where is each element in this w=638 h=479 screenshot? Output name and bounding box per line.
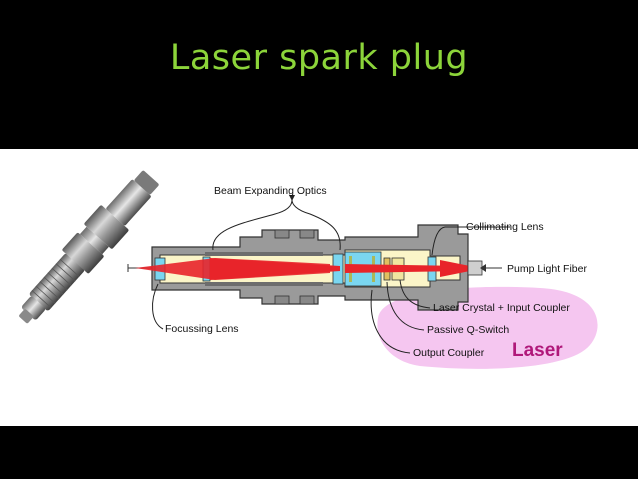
- laser-beam: [135, 258, 470, 280]
- label-collimating-lens: Collimating Lens: [466, 221, 544, 233]
- slide-title: Laser spark plug: [169, 38, 469, 78]
- label-focussing-lens: Focussing Lens: [165, 323, 239, 335]
- label-pump-light-fiber: Pump Light Fiber: [507, 263, 587, 275]
- label-passive-q-switch: Passive Q-Switch: [427, 324, 509, 336]
- label-laser-crystal: Laser Crystal + Input Coupler: [433, 302, 570, 314]
- label-beam-expanding-optics: Beam Expanding Optics: [214, 185, 327, 197]
- label-laser: Laser: [512, 340, 563, 361]
- pump-fiber-connector: [467, 260, 483, 276]
- label-output-coupler: Output Coupler: [413, 347, 485, 359]
- spark-plug-photo: [19, 170, 159, 324]
